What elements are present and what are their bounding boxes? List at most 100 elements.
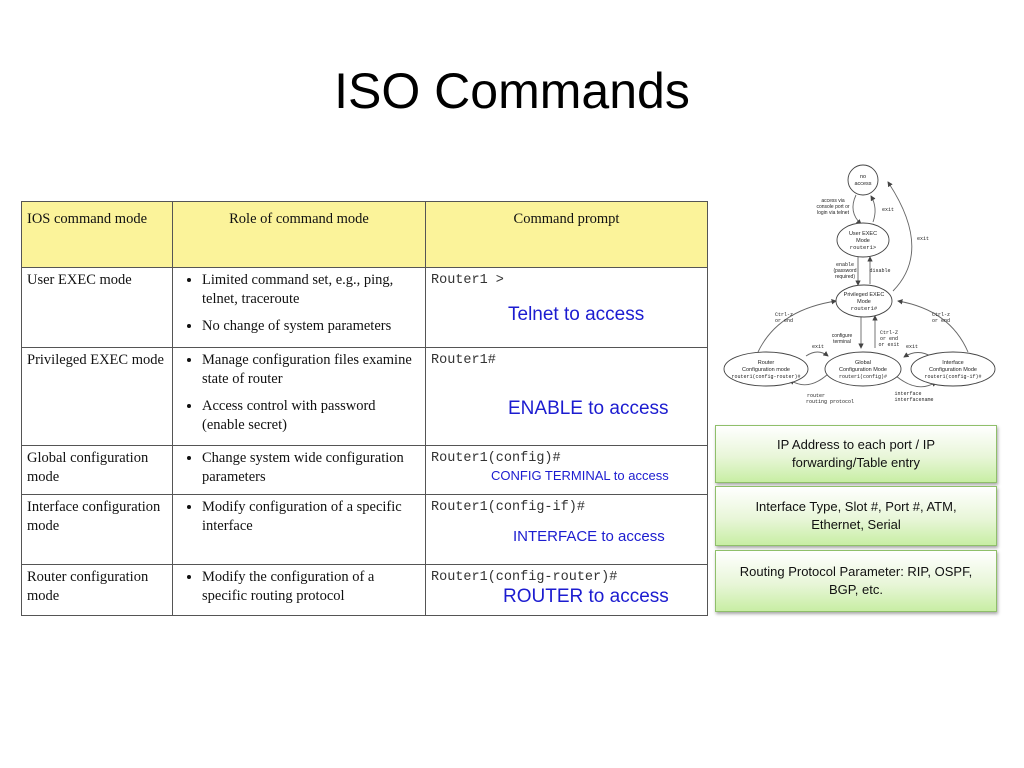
- access-note: INTERFACE to access: [513, 528, 665, 545]
- node-label: router1#: [851, 305, 878, 312]
- node-label: no: [860, 174, 866, 180]
- table-row: Router configuration mode Modify the con…: [21, 564, 708, 616]
- prompt-cell: Router1(config-router)# ROUTER to access: [425, 564, 708, 616]
- node-label: User EXEC: [849, 231, 877, 237]
- edge-exit-right: [887, 181, 913, 292]
- edge-label: disable: [869, 268, 890, 274]
- node-label: Mode: [856, 238, 870, 244]
- node-privileged-exec: [835, 284, 893, 318]
- edge-label: required): [835, 274, 855, 280]
- role-cell: Modify configuration of a specific inter…: [172, 494, 426, 565]
- role-item: Modify the configuration of a specific r…: [202, 568, 420, 606]
- role-cell: Limited command set, e.g., ping, telnet,…: [172, 267, 426, 348]
- edge-label: access via: [821, 198, 845, 204]
- edge-label: configure: [832, 333, 853, 339]
- node-label: router1(config)#: [839, 374, 887, 380]
- prompt-text: Router1#: [431, 353, 496, 368]
- node-interface-config: [910, 351, 996, 387]
- node-label: router1(config-router)#: [731, 374, 800, 380]
- role-cell: Change system wide configuration paramet…: [172, 445, 426, 495]
- info-box-router: Routing Protocol Parameter: RIP, OSPF, B…: [715, 550, 997, 612]
- edge-label: or exit: [878, 342, 899, 348]
- node-label: Global: [855, 360, 871, 366]
- node-label: Configuration Mode: [839, 367, 887, 373]
- edge-label: login via telnet: [817, 210, 850, 216]
- ios-command-table: IOS command mode Role of command mode Co…: [21, 201, 708, 616]
- access-note: ROUTER to access: [503, 586, 669, 607]
- edge-exit-top: [870, 195, 876, 223]
- edge-access: [852, 194, 862, 225]
- prompt-text: Router1 >: [431, 273, 504, 288]
- edge-label: interface: [894, 391, 921, 397]
- node-label: Configuration mode: [742, 367, 790, 373]
- edge-label: terminal: [833, 339, 851, 345]
- ios-mode-diagram: no access User EXEC Mode router1> Privil…: [723, 164, 996, 405]
- node-global-config: [824, 351, 902, 387]
- role-item: Access control with password (enable sec…: [202, 397, 420, 435]
- edge-label: router: [807, 393, 825, 399]
- node-label: Interface: [942, 360, 963, 366]
- edge-ctrlz-right: [897, 299, 969, 353]
- node-label: router1>: [850, 244, 876, 251]
- edge-label: enable: [836, 262, 854, 268]
- table-row: Privileged EXEC mode Manage configuratio…: [21, 347, 708, 446]
- node-user-exec: [836, 222, 890, 258]
- prompt-cell: Router1(config-if)# INTERFACE to access: [425, 494, 708, 565]
- edge-label: console port or: [816, 204, 849, 210]
- prompt-cell: Router1 > Telnet to access: [425, 267, 708, 348]
- mode-cell: User EXEC mode: [21, 267, 173, 348]
- edge-label: or end: [880, 336, 898, 342]
- edge-label: routing protocol: [806, 399, 854, 405]
- role-item: Manage configuration files examine state…: [202, 351, 420, 389]
- role-item: Change system wide configuration paramet…: [202, 449, 420, 487]
- column-header-mode: IOS command mode: [21, 201, 173, 268]
- column-header-role: Role of command mode: [172, 201, 426, 268]
- prompt-text: Router1(config-if)#: [431, 500, 585, 515]
- info-box-interface: Interface Type, Slot #, Port #, ATM, Eth…: [715, 486, 997, 546]
- edge-ctrlz-left: [757, 299, 837, 353]
- node-label: router1(config-if)#: [924, 374, 981, 380]
- table-row: Global configuration mode Change system …: [21, 445, 708, 495]
- node-label: Mode: [857, 299, 871, 305]
- mode-cell: Router configuration mode: [21, 564, 173, 616]
- prompt-cell: Router1# ENABLE to access: [425, 347, 708, 446]
- info-box-global: IP Address to each port / IP forwarding/…: [715, 425, 997, 483]
- edge-label: or end: [775, 318, 793, 324]
- mode-cell: Privileged EXEC mode: [21, 347, 173, 446]
- access-note: CONFIG TERMINAL to access: [491, 468, 669, 483]
- role-item: Modify configuration of a specific inter…: [202, 498, 420, 536]
- prompt-cell: Router1(config)# CONFIG TERMINAL to acce…: [425, 445, 708, 495]
- edge-label: Ctrl-Z: [880, 330, 898, 336]
- mode-cell: Global configuration mode: [21, 445, 173, 495]
- edge-label: Ctrl-z: [775, 312, 793, 318]
- role-cell: Manage configuration files examine state…: [172, 347, 426, 446]
- mode-cell: Interface configuration mode: [21, 494, 173, 565]
- node-no-access: [847, 164, 879, 196]
- table-row: Interface configuration mode Modify conf…: [21, 494, 708, 565]
- access-note: ENABLE to access: [508, 398, 669, 419]
- access-note: Telnet to access: [508, 304, 645, 325]
- node-label: Router: [758, 360, 775, 366]
- table-header-row: IOS command mode Role of command mode Co…: [21, 201, 708, 268]
- edge-label: exit: [917, 236, 929, 242]
- role-item: Limited command set, e.g., ping, telnet,…: [202, 271, 420, 309]
- role-item: No change of system parameters: [202, 317, 420, 336]
- table-row: User EXEC mode Limited command set, e.g.…: [21, 267, 708, 348]
- edge-label: exit: [812, 344, 824, 350]
- edge-label: exit: [906, 344, 918, 350]
- node-label: Privileged EXEC: [844, 292, 885, 298]
- column-header-prompt: Command prompt: [425, 201, 708, 268]
- node-label: access: [854, 181, 871, 187]
- edge-label: Ctrl-z: [932, 312, 950, 318]
- edge-label: exit: [882, 207, 894, 213]
- edge-label: or end: [932, 318, 950, 324]
- prompt-text: Router1(config)#: [431, 451, 561, 466]
- slide-title: ISO Commands: [334, 63, 690, 119]
- node-label: Configuration Mode: [929, 367, 977, 373]
- prompt-text: Router1(config-router)#: [431, 570, 618, 585]
- edge-exit-left: [805, 351, 829, 357]
- role-cell: Modify the configuration of a specific r…: [172, 564, 426, 616]
- node-router-config: [723, 351, 809, 387]
- edge-label: interfacename: [894, 397, 933, 403]
- edge-label: (password: [833, 268, 856, 274]
